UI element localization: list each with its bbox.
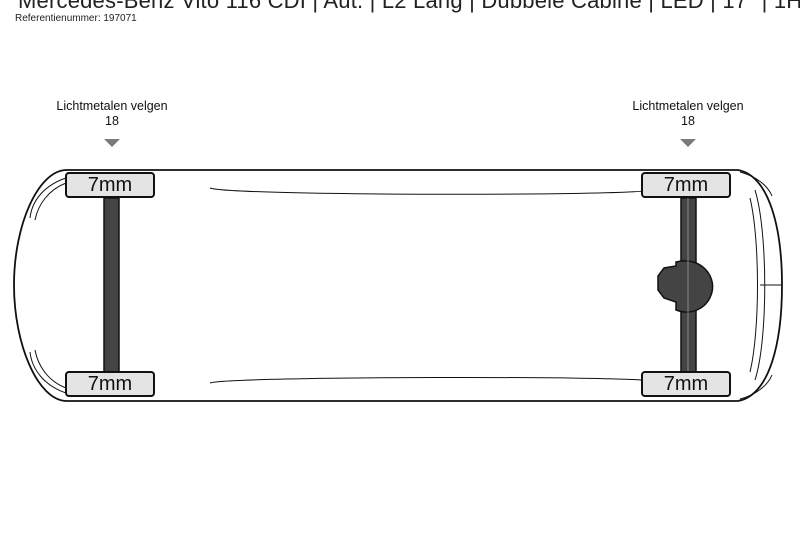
front-wheel-label: Lichtmetalen velgen 18 xyxy=(32,99,192,129)
front-window-line-bottom-2 xyxy=(34,349,67,389)
rear-door-line-2 xyxy=(754,189,766,381)
rear-corner-top xyxy=(739,171,773,197)
front-wheel-size: 18 xyxy=(105,114,119,128)
front-wheel-arrow-icon xyxy=(104,139,120,147)
front-wheel-type: Lichtmetalen velgen xyxy=(56,99,168,113)
tyre-rear-left: 7mm xyxy=(641,172,731,198)
tyre-rear-right: 7mm xyxy=(641,371,731,397)
front-window-line-bottom xyxy=(29,351,67,394)
tyre-front-left: 7mm xyxy=(65,172,155,198)
front-window-line-top-2 xyxy=(34,182,67,221)
rear-differential xyxy=(657,260,714,313)
rear-wheel-label: Lichtmetalen velgen 18 xyxy=(608,99,768,129)
rear-corner-bottom xyxy=(739,374,773,400)
front-window-line-top xyxy=(29,177,67,219)
reference-number: Referentienummer: 197071 xyxy=(15,13,137,24)
tyre-front-right: 7mm xyxy=(65,371,155,397)
page-title: Mercedes-Benz Vito 116 CDI | Aut. | L2 L… xyxy=(18,0,800,13)
roof-line-top xyxy=(209,187,651,195)
roof-line-bottom xyxy=(209,376,651,384)
rear-wheel-size: 18 xyxy=(681,114,695,128)
front-axle xyxy=(103,197,120,373)
rear-wheel-type: Lichtmetalen velgen xyxy=(632,99,744,113)
rear-door-line xyxy=(749,197,758,373)
rear-wheel-arrow-icon xyxy=(680,139,696,147)
van-body-outline xyxy=(13,169,783,402)
